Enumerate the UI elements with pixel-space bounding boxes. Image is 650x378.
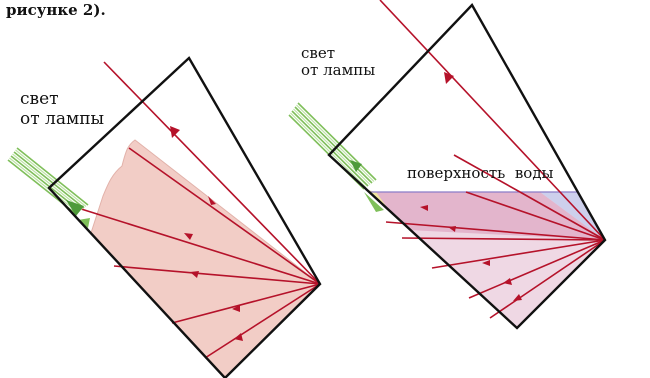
left-ray-2 — [77, 207, 321, 285]
right-ray-1 — [519, 191, 606, 241]
right-lamp-beam — [288, 102, 384, 212]
left-arrowhead — [190, 271, 199, 278]
right-ray-1-reflected — [453, 154, 521, 193]
right-light-label-line1: свет — [301, 44, 336, 62]
right-ray-3 — [385, 221, 606, 241]
left-light-label: свет от лампы — [20, 89, 105, 129]
right-ray-2 — [465, 191, 606, 241]
right-arrowhead — [503, 278, 512, 285]
right-arrowhead — [420, 205, 428, 211]
right-ray-5 — [431, 239, 606, 269]
left-arrowhead — [170, 126, 180, 138]
left-incoming-ray — [103, 61, 321, 285]
caption-text: рисунке 2). — [6, 1, 106, 19]
left-arrowhead — [208, 196, 216, 205]
left-square-outline — [47, 56, 322, 378]
water-surface-label: поверхность воды — [407, 164, 554, 182]
left-lamp-beam — [7, 147, 90, 228]
right-arrowhead — [482, 260, 490, 266]
left-arrowhead — [234, 333, 243, 341]
left-light-label-line2: от лампы — [20, 108, 105, 129]
right-light-label: свет от лампы — [301, 44, 376, 80]
right-light-label-line2: от лампы — [301, 61, 376, 80]
left-ray-4 — [171, 283, 321, 324]
right-arrowhead — [444, 72, 454, 84]
right-incoming-ray — [379, 0, 606, 241]
left-lit-region — [89, 139, 320, 378]
left-ray-5 — [204, 283, 321, 359]
right-square-outline — [327, 3, 607, 330]
left-ray-3 — [113, 265, 321, 285]
right-ray-7 — [489, 239, 606, 319]
left-arrowhead — [232, 305, 240, 312]
right-ray-6 — [468, 239, 606, 299]
left-arrowhead — [184, 233, 193, 240]
right-ray-4 — [401, 237, 606, 241]
left-light-label-line1: свет — [20, 89, 59, 109]
right-arrowhead — [513, 294, 522, 301]
left-diagram — [7, 56, 322, 378]
right-arrowhead — [448, 226, 456, 232]
left-ray-1 — [128, 147, 321, 285]
